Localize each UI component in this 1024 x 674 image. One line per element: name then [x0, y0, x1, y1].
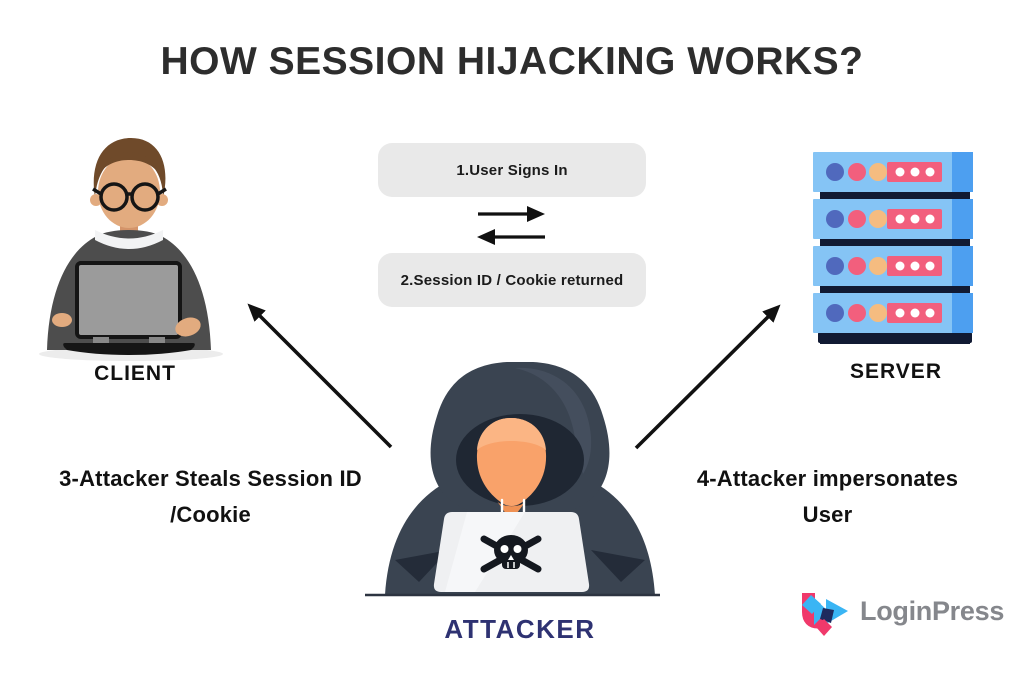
flow-box-session-returned: 2.Session ID / Cookie returned [378, 253, 646, 307]
page-title: HOW SESSION HIJACKING WORKS? [160, 40, 864, 83]
step3-annotation: 3-Attacker Steals Session ID /Cookie [18, 461, 403, 533]
step3-line1: 3-Attacker Steals Session ID [59, 466, 362, 491]
loginpress-logo-text: LoginPress [860, 596, 1005, 626]
flow-box-user-signs-in: 1.User Signs In [378, 143, 646, 197]
server-unit [813, 293, 973, 344]
loginpress-logo-icon [802, 593, 848, 636]
step4-line1: 4-Attacker impersonates [696, 466, 959, 491]
loginpress-logo: LoginPress [790, 581, 1004, 639]
server-rack-icon [813, 152, 973, 344]
skull-crossbones-icon [480, 535, 542, 573]
server-unit [813, 199, 973, 250]
server-unit [813, 246, 973, 297]
client-label: CLIENT [94, 362, 176, 385]
server-label: SERVER [850, 360, 942, 383]
attacker-label: ATTACKER [444, 614, 596, 644]
client-person-icon [39, 138, 223, 361]
step4-line2: User [802, 502, 853, 527]
glasses-icon [92, 182, 167, 212]
flow-box-label: 2.Session ID / Cookie returned [400, 271, 624, 289]
server-unit [813, 152, 973, 203]
arrow-attacker-to-client-icon [247, 303, 393, 449]
step3-line2: /Cookie [170, 502, 251, 527]
flow-box-label: 1.User Signs In [456, 161, 568, 179]
attacker-hacker-icon [385, 362, 655, 595]
step4-annotation: 4-Attacker impersonates User [640, 461, 1015, 533]
